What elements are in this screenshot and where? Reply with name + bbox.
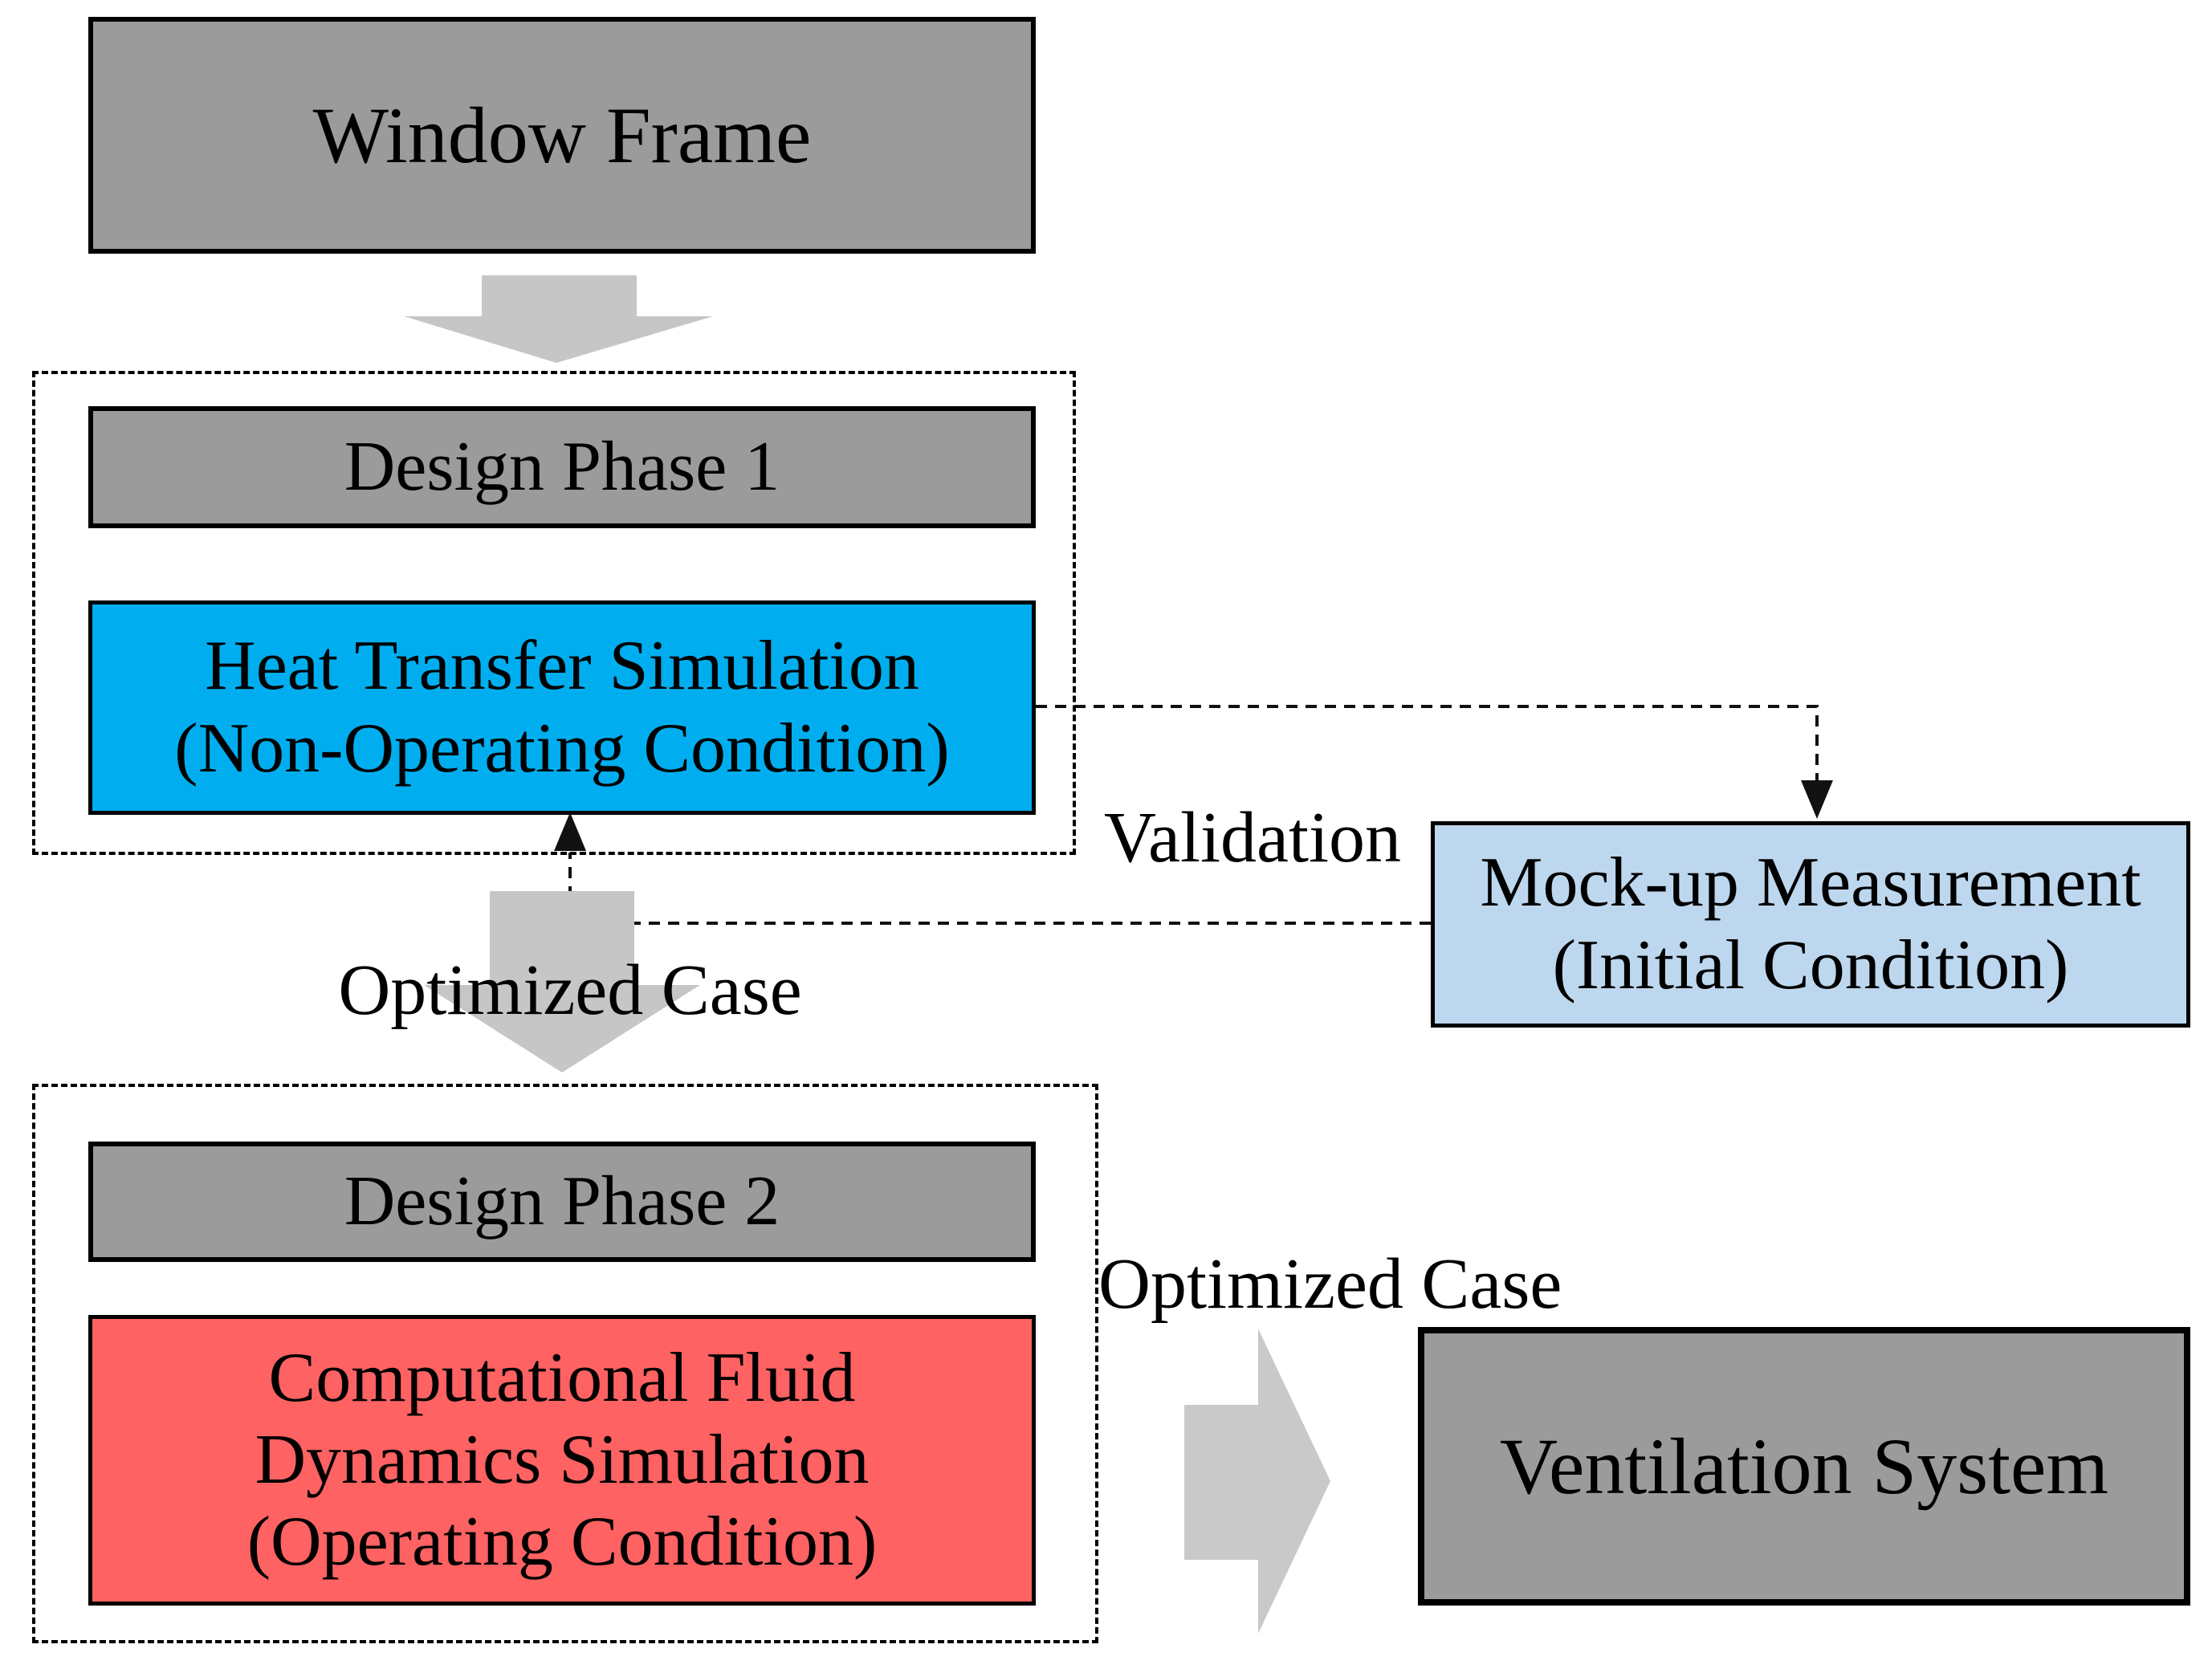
node-design-phase-2: Design Phase 2 bbox=[88, 1142, 1036, 1262]
node-design-phase-2-label: Design Phase 2 bbox=[344, 1162, 780, 1240]
down-arrowhead-icon bbox=[1801, 780, 1833, 819]
right-block-arrow-icon bbox=[1184, 1329, 1330, 1634]
node-design-phase-1: Design Phase 1 bbox=[88, 406, 1036, 528]
node-cfd-line-3: (Operating Condition) bbox=[246, 1503, 878, 1581]
down-block-arrow-2-icon bbox=[424, 891, 700, 1073]
optimized-case-edge-label-1: Optimized Case bbox=[338, 950, 802, 1030]
node-ventilation-label: Ventilation System bbox=[1499, 1421, 2109, 1511]
node-mock-up-measurement: Mock-up Measurement (Initial Condition) bbox=[1431, 821, 2190, 1028]
node-design-phase-1-label: Design Phase 1 bbox=[344, 427, 780, 506]
node-cfd-line-2: Dynamics Simulation bbox=[255, 1420, 870, 1499]
design-phase-2-frame bbox=[32, 1084, 1098, 1643]
node-window-frame: Window Frame bbox=[88, 17, 1036, 254]
optimized-case-edge-label-2: Optimized Case bbox=[1098, 1244, 1562, 1324]
node-mock-up-line-2: (Initial Condition) bbox=[1552, 926, 2069, 1004]
up-arrowhead-icon bbox=[554, 812, 586, 851]
down-block-arrow-1-icon bbox=[404, 275, 713, 363]
node-heat-transfer-simulation: Heat Transfer Simulation (Non-Operating … bbox=[88, 600, 1036, 815]
feedback-connector bbox=[554, 812, 1431, 925]
node-window-frame-label: Window Frame bbox=[312, 90, 812, 180]
node-mock-up-line-1: Mock-up Measurement bbox=[1480, 844, 2141, 922]
design-phase-1-frame bbox=[32, 371, 1076, 855]
validation-connector bbox=[1036, 705, 1833, 819]
node-ventilation-system: Ventilation System bbox=[1418, 1327, 2190, 1606]
node-cfd-simulation: Computational Fluid Dynamics Simulation … bbox=[88, 1315, 1036, 1606]
validation-edge-label: Validation bbox=[1104, 798, 1401, 877]
node-cfd-line-1: Computational Fluid bbox=[268, 1338, 856, 1417]
node-heat-transfer-line-1: Heat Transfer Simulation bbox=[205, 627, 919, 706]
node-heat-transfer-line-2: (Non-Operating Condition) bbox=[174, 709, 950, 788]
